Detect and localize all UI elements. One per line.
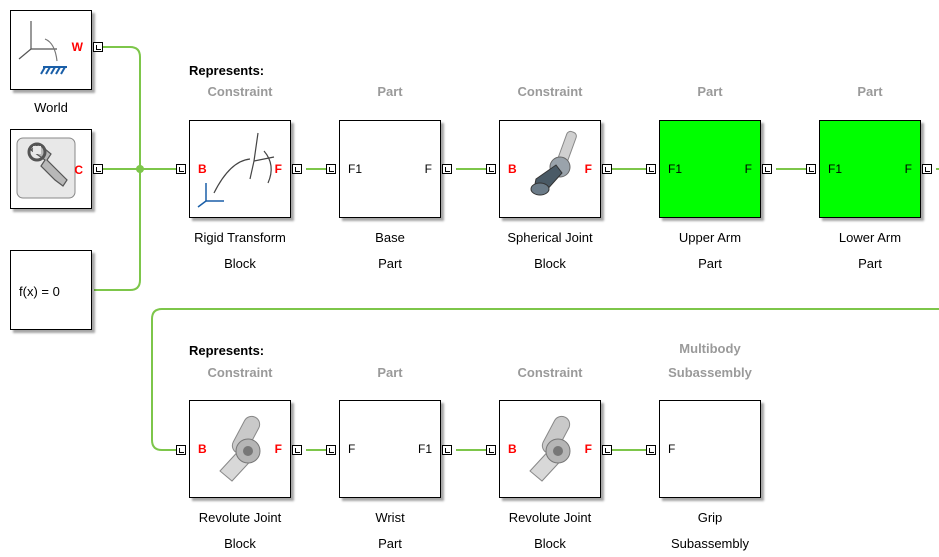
- port-left[interactable]: [326, 445, 336, 455]
- revolute-joint-block-2[interactable]: B F: [499, 400, 601, 498]
- category-label: Part: [857, 84, 883, 99]
- port-label-f: F: [424, 162, 432, 176]
- port-right[interactable]: [442, 445, 452, 455]
- category-label: Part: [377, 365, 403, 380]
- port-right[interactable]: [292, 445, 302, 455]
- constraint-fx-label: f(x) = 0: [19, 284, 60, 299]
- world-port-label: W: [71, 40, 83, 54]
- port-label-f1: F1: [417, 442, 432, 456]
- port-label-b: B: [508, 442, 517, 456]
- represents-label-row2: Represents:: [189, 343, 265, 358]
- port-right[interactable]: [602, 164, 612, 174]
- port-label-f: F: [274, 162, 282, 176]
- port-label-f1: F1: [348, 162, 363, 176]
- port-left[interactable]: [176, 164, 186, 174]
- category-label: Part: [697, 84, 723, 99]
- port-right[interactable]: [922, 164, 932, 174]
- category-label: Constraint: [517, 84, 583, 99]
- wrist-part-block[interactable]: F F1: [339, 400, 441, 498]
- port-label-f: F: [584, 442, 592, 456]
- wire-world: [103, 46, 141, 169]
- world-frame-block[interactable]: W: [10, 10, 92, 90]
- port-left[interactable]: [486, 164, 496, 174]
- represents-label-row1: Represents:: [189, 63, 265, 78]
- port-left[interactable]: [806, 164, 816, 174]
- port-label-b: B: [508, 162, 517, 176]
- port-right[interactable]: [762, 164, 772, 174]
- port-left[interactable]: [176, 445, 186, 455]
- port-label-f: F: [274, 442, 282, 456]
- port-label-f1: F1: [668, 162, 683, 176]
- revolute-joint-icon: [219, 415, 261, 482]
- port-label-f: F: [348, 442, 356, 456]
- revolute-joint-block[interactable]: B F: [189, 400, 291, 498]
- grip-subassembly-block[interactable]: F: [659, 400, 761, 498]
- wire-constraint: [94, 169, 141, 291]
- category-label: Part: [377, 84, 403, 99]
- port-label-b: B: [198, 442, 207, 456]
- category-label: Constraint: [207, 365, 273, 380]
- rigid-transform-icon: [197, 132, 275, 208]
- spherical-joint-block[interactable]: B F: [499, 120, 601, 218]
- port-right[interactable]: [602, 445, 612, 455]
- port-label-f: F: [668, 442, 676, 456]
- world-caption: World: [34, 100, 68, 115]
- category-label: Constraint: [207, 84, 273, 99]
- port-label-f: F: [744, 162, 752, 176]
- world-frame-icon: [18, 21, 67, 75]
- port-left[interactable]: [646, 445, 656, 455]
- constraint-fx-block[interactable]: f(x) = 0: [10, 250, 92, 330]
- port-right[interactable]: [292, 164, 302, 174]
- wrench-icon: [16, 137, 76, 199]
- port-label-f: F: [904, 162, 912, 176]
- lower-arm-part-block[interactable]: F1 F: [819, 120, 921, 218]
- world-port[interactable]: [93, 42, 103, 52]
- port-right[interactable]: [442, 164, 452, 174]
- wire-row-return: [151, 308, 939, 451]
- solver-config-block[interactable]: C: [10, 129, 92, 209]
- rigid-transform-block[interactable]: B F: [189, 120, 291, 218]
- revolute-joint-icon: [529, 415, 571, 482]
- port-left[interactable]: [646, 164, 656, 174]
- port-label-f: F: [584, 162, 592, 176]
- junction-dot: [136, 165, 144, 173]
- solver-port[interactable]: [93, 164, 103, 174]
- port-left[interactable]: [326, 164, 336, 174]
- port-label-f1: F1: [828, 162, 843, 176]
- port-label-b: B: [198, 162, 207, 176]
- spherical-joint-icon: [530, 130, 577, 196]
- port-left[interactable]: [486, 445, 496, 455]
- upper-arm-part-block[interactable]: F1 F: [659, 120, 761, 218]
- base-part-block[interactable]: F1 F: [339, 120, 441, 218]
- category-label: Constraint: [517, 365, 583, 380]
- solver-port-label: C: [74, 163, 83, 177]
